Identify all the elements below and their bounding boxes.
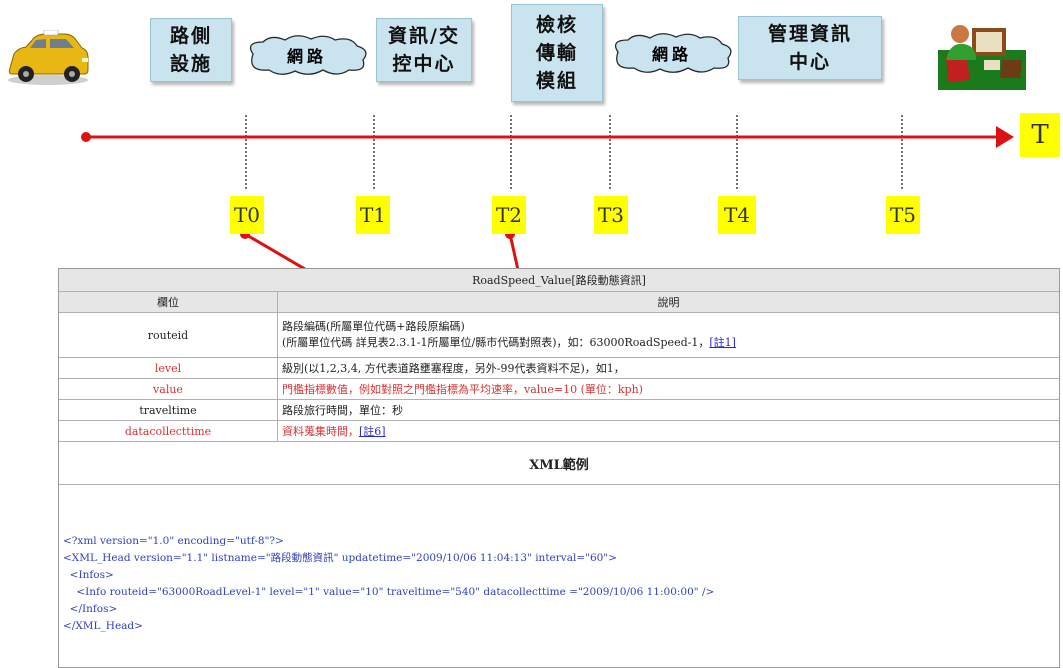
col-header-desc: 說明 <box>657 296 680 309</box>
col-header-field: 欄位 <box>59 292 278 312</box>
xml-line-3: <Infos> <box>63 569 114 581</box>
table-row: datacollecttime 資料蒐集時間，[註6] <box>59 421 1059 442</box>
desc-value: 門檻指標數值，例如對照之門檻指標為平均速率，value=10 (單位：kph) <box>282 383 643 396</box>
desc-routeid-line1: 路段編碼(所屬單位代碼+路段原編碼) <box>282 320 465 333</box>
note-1-link[interactable]: [註1] <box>709 336 736 349</box>
table-header-row: 欄位 說明 <box>59 292 1059 313</box>
desc-routeid-line2: (所屬單位代碼 詳見表2.3.1-1所屬單位/縣市代碼對照表)，如：63000R… <box>282 336 710 349</box>
table-title-row: RoadSpeed_Value[路段動態資訊] <box>59 269 1059 292</box>
desc-routeid: 路段編碼(所屬單位代碼+路段原編碼) (所屬單位代碼 詳見表2.3.1-1所屬單… <box>278 313 1059 357</box>
xml-line-5: </Infos> <box>63 603 118 615</box>
field-value: value <box>59 379 278 399</box>
time-label-t1: T1 <box>356 196 390 234</box>
table-title: RoadSpeed_Value[路段動態資訊] <box>472 274 646 287</box>
xml-line-2: <XML_Head version="1.1" listname="路段動態資訊… <box>63 552 617 564</box>
roadspeed-spec-table: RoadSpeed_Value[路段動態資訊] 欄位 說明 routeid 路段… <box>58 268 1060 668</box>
xml-line-1: <?xml version="1.0" encoding="utf-8"?> <box>63 535 284 547</box>
field-routeid: routeid <box>59 313 278 357</box>
network-label-1: 網路 <box>286 47 327 66</box>
network-cloud-1: 網路 <box>241 32 373 76</box>
xml-line-6: </XML_Head> <box>63 620 143 632</box>
taxi-car-icon <box>4 29 90 90</box>
table-row: traveltime 路段旅行時間，單位：秒 <box>59 400 1059 421</box>
management-info-center-box: 管理資訊 中心 <box>738 16 882 80</box>
roadside-facility-box: 路側 設施 <box>150 18 232 82</box>
table-row: routeid 路段編碼(所屬單位代碼+路段原編碼) (所屬單位代碼 詳見表2.… <box>59 313 1059 358</box>
network-label-2: 網路 <box>651 45 692 64</box>
field-level: level <box>59 358 278 378</box>
note-6-link[interactable]: [註6] <box>359 425 386 438</box>
desc-datacollecttime: 資料蒐集時間，[註6] <box>282 425 386 438</box>
table-row: level 級別(以1,2,3,4, 方代表道路壅塞程度，另外-99代表資料不足… <box>59 358 1059 379</box>
field-traveltime: traveltime <box>59 400 278 420</box>
desc-level: 級別(以1,2,3,4, 方代表道路壅塞程度，另外-99代表資料不足)，如1， <box>282 362 625 375</box>
time-axis-arrowhead <box>996 126 1014 148</box>
network-cloud-2: 網路 <box>606 30 738 74</box>
check-transmission-module-box: 檢核 傳輸 模組 <box>511 4 603 102</box>
xml-section-title: XML範例 <box>529 457 589 473</box>
xml-section-title-row: XML範例 <box>59 442 1059 485</box>
info-traffic-control-center-box: 資訊/交 控中心 <box>376 18 472 82</box>
desc-traveltime: 路段旅行時間，單位：秒 <box>282 404 403 417</box>
xml-line-4: <Info routeid="63000RoadLevel-1" level="… <box>63 586 715 598</box>
time-label-t2: T2 <box>492 196 526 234</box>
time-label-t5: T5 <box>886 196 920 234</box>
time-axis-origin-dot <box>81 132 91 142</box>
time-label-t0: T0 <box>230 196 264 234</box>
time-label-t4: T4 <box>718 196 756 234</box>
xml-sample-block: <?xml version="1.0" encoding="utf-8"?> <… <box>63 533 714 635</box>
operator-at-computer-icon <box>936 20 1028 92</box>
axis-label-t: T <box>1020 113 1060 157</box>
time-label-t3: T3 <box>594 196 628 234</box>
field-datacollecttime: datacollecttime <box>59 421 278 441</box>
table-row: value 門檻指標數值，例如對照之門檻指標為平均速率，value=10 (單位… <box>59 379 1059 400</box>
